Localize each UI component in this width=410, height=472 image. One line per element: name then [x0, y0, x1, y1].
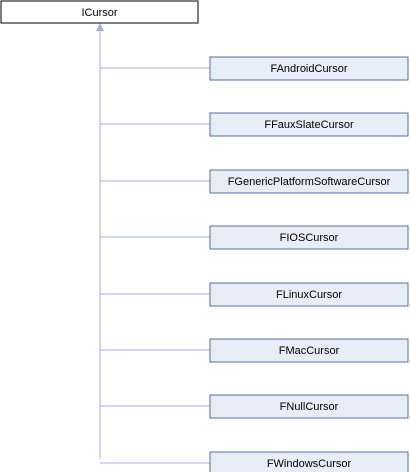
subclass-label: FGenericPlatformSoftwareCursor — [228, 176, 391, 188]
subclass-nodes: FAndroidCursorFFauxSlateCursorFGenericPl… — [209, 56, 409, 472]
subclass-node-fmaccursor[interactable]: FMacCursor — [209, 338, 409, 363]
subclass-box — [209, 112, 409, 137]
inheritance-edges — [96, 23, 210, 464]
subclass-label: FIOSCursor — [280, 232, 339, 244]
inheritance-arrowhead — [96, 23, 104, 31]
subclass-box — [209, 338, 409, 363]
subclass-node-fnullcursor[interactable]: FNullCursor — [209, 394, 409, 419]
subclass-label: FLinuxCursor — [276, 289, 342, 301]
subclass-node-fgenericplatformsoftwarecursor[interactable]: FGenericPlatformSoftwareCursor — [209, 169, 409, 194]
subclass-box — [209, 451, 409, 472]
subclass-node-flinuxcursor[interactable]: FLinuxCursor — [209, 282, 409, 307]
subclass-box — [209, 169, 409, 194]
subclass-box — [209, 225, 409, 250]
subclass-box — [209, 394, 409, 419]
subclass-node-ffauxslatecursor[interactable]: FFauxSlateCursor — [209, 112, 409, 137]
root-class-label: ICursor — [81, 7, 117, 19]
subclass-label: FNullCursor — [280, 401, 339, 413]
subclass-label: FAndroidCursor — [270, 63, 347, 75]
subclass-node-fioscursor[interactable]: FIOSCursor — [209, 225, 409, 250]
subclass-label: FMacCursor — [279, 345, 340, 357]
subclass-node-fandroidcursor[interactable]: FAndroidCursor — [209, 56, 409, 81]
subclass-box — [209, 282, 409, 307]
subclass-label: FWindowsCursor — [267, 458, 352, 470]
subclass-label: FFauxSlateCursor — [264, 119, 354, 131]
subclass-node-fwindowscursor[interactable]: FWindowsCursor — [209, 451, 409, 472]
subclass-box — [209, 56, 409, 81]
root-class-box — [0, 0, 199, 24]
root-class-node[interactable]: ICursor — [0, 0, 199, 24]
